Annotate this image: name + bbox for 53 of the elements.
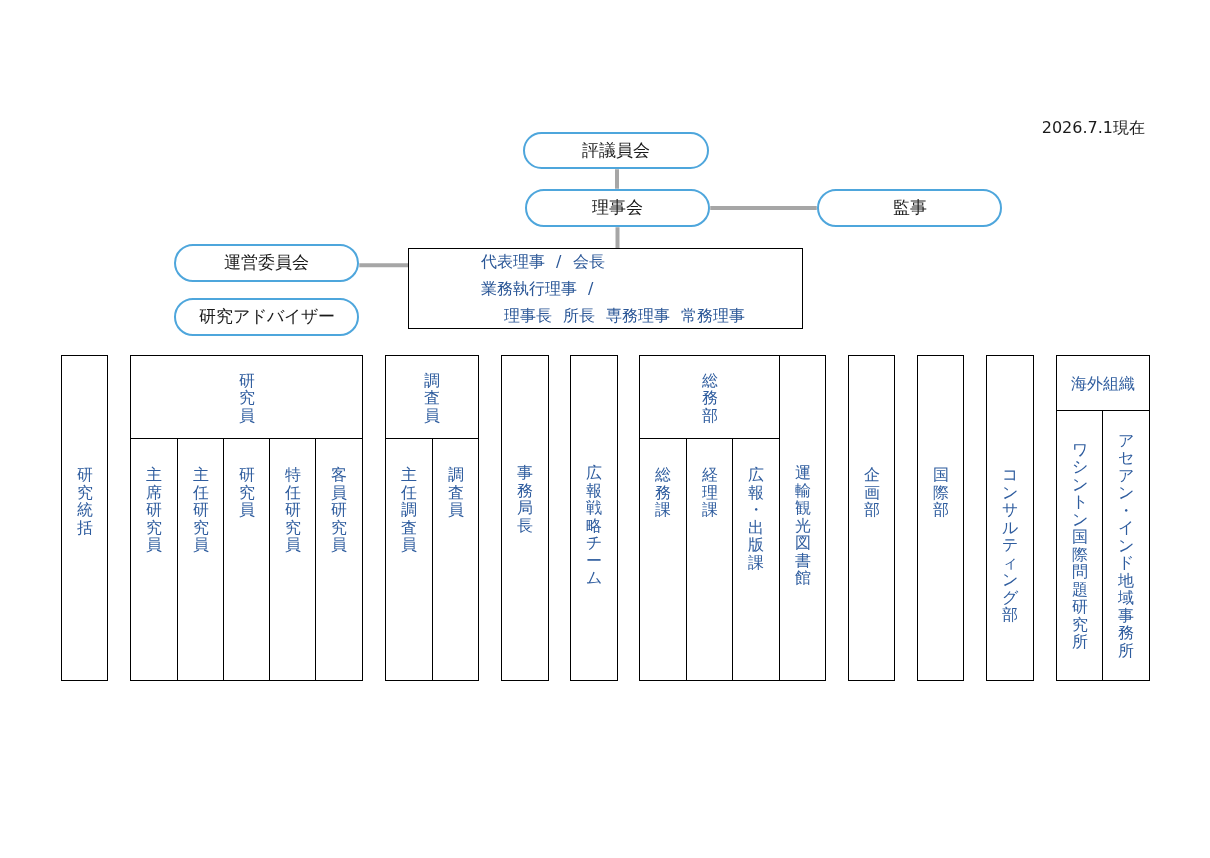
unit-column (779, 355, 826, 681)
node-label: 総務課 (654, 466, 672, 519)
node-label: 研究アドバイザー (198, 307, 335, 327)
rounded-node (173, 243, 360, 283)
unit-column (501, 355, 549, 681)
unit-column (570, 355, 618, 681)
connector-line (615, 169, 619, 189)
node-label: 特任研究員 (284, 466, 301, 554)
rounded-node (524, 188, 711, 228)
unit-column (917, 355, 964, 681)
group-heading: 海外組織 (1071, 374, 1135, 393)
node-label: 評議員会 (582, 140, 650, 161)
node-label: 理事会 (592, 198, 643, 218)
group-heading: 調査員 (423, 371, 441, 424)
node-label: 研究統括 (76, 466, 93, 536)
unit-column (848, 355, 895, 681)
rounded-node (173, 297, 360, 337)
node-label: 経理課 (701, 466, 718, 519)
node-label: 主任研究員 (192, 466, 209, 554)
group-heading: 研究員 (238, 371, 255, 424)
group-frame (1056, 355, 1150, 681)
group-frame (385, 355, 479, 681)
rounded-node (816, 188, 1003, 228)
node-label: 国際部 (932, 466, 949, 519)
role-text: 理事長 所長 専務理事 常務理事 (504, 307, 746, 326)
role-text: 代表理事 / 会長 (481, 253, 605, 272)
date-note: 2026.7.1現在 (1041, 119, 1145, 138)
node-label: 客員研究員 (330, 466, 348, 554)
connector-line (710, 206, 817, 210)
node-label: コンサルティング部 (1001, 466, 1019, 624)
unit-column (986, 355, 1034, 681)
node-label: 広報・出版課 (747, 466, 765, 571)
node-label: 広報戦略チーム (585, 464, 603, 587)
node-label: 運営委員会 (224, 253, 309, 273)
group-frame (130, 355, 363, 681)
node-label: 運輸観光図書館 (794, 464, 811, 587)
node-label: ワシントン国際問題研究所 (1071, 440, 1088, 651)
group-heading: 総務部 (701, 371, 718, 424)
node-label: 企画部 (863, 466, 880, 519)
unit-column (61, 355, 108, 681)
node-label: 主任調査員 (400, 466, 418, 554)
node-label: 主席研究員 (145, 466, 163, 554)
group-frame (639, 355, 780, 681)
role-text: 業務執行理事 / (481, 280, 594, 299)
node-label: 研究員 (238, 466, 255, 519)
node-label: 監事 (892, 198, 927, 218)
node-label: アセアン・インド地域事務所 (1117, 431, 1135, 660)
connector-line (615, 227, 620, 248)
rounded-node (522, 131, 710, 170)
connector-line (359, 263, 408, 268)
node-label: 事務局長 (516, 464, 534, 534)
executive-box (408, 248, 803, 329)
node-label: 調査員 (447, 466, 464, 519)
